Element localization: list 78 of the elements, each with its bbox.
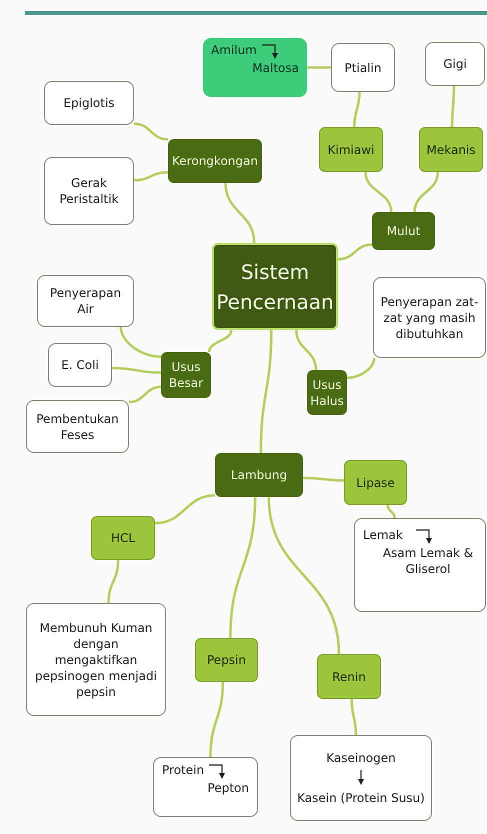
description-box [354,518,486,612]
node-text: E. Coli [61,357,99,373]
subtopic-box [344,460,407,505]
connector-line [346,358,376,380]
node-text: Gerak Peristaltik [58,175,120,207]
node-text: Protein [162,762,204,778]
central-topic-box [212,243,338,330]
description-box [26,400,129,453]
connector-line [107,560,120,604]
topic-box [161,352,211,398]
description-box [48,343,112,387]
node-text: Lipase [356,474,395,490]
node-text: Ptialin [344,60,382,76]
connector-line [295,330,318,370]
connector-line [208,330,232,352]
description-box [153,757,258,817]
connector-line [134,122,168,141]
node-text: Kimiawi [328,142,374,158]
node-text: Kasein (Protein Susu) [297,790,425,806]
node-text: Membunuh Kuman dengan mengaktifkan pepsinogen menjadi pepsin [34,620,158,700]
description-box [37,275,134,327]
node-text: Penyerapan zat-zat yang masih dibutuhkan [380,294,480,342]
topic-box [307,370,347,415]
connector-line [364,172,392,212]
description-box [26,603,166,716]
node-text: Lambung [230,467,288,483]
subtopic-box [317,654,381,699]
subtopic-box [319,127,383,172]
connector-line [307,66,331,69]
description-box [425,42,485,86]
connector-line [224,182,256,244]
subtopic-box [195,638,258,682]
node-text: Sistem Pencernaan [216,258,334,316]
node-text: Penyerapan Air [48,285,122,317]
connector-line [229,496,256,638]
node-text: Kaseinogen [326,750,396,766]
connector-line [386,504,396,518]
node-text: Usus Halus [310,376,344,408]
connector-line [112,366,162,374]
connector-line [209,682,224,758]
node-text: Pembentukan Feses [35,410,120,442]
description-box [290,735,432,821]
node-text: Usus Besar [168,359,204,391]
connector-line [338,243,372,261]
connector-line [128,386,162,404]
node-text: Lemak [363,527,403,543]
node-text: HCL [110,530,136,546]
node-text: Pepton [208,780,249,796]
node-text: Mulut [386,223,420,239]
connector-line [154,494,216,524]
description-box [331,43,395,92]
topic-box [215,453,303,497]
connector-line [268,496,340,654]
topic-box [372,212,435,250]
subtopic-box [91,516,155,560]
description-box [44,81,134,125]
connector-line [302,476,344,482]
connector-line [120,326,162,358]
subtopic-box [419,127,483,172]
connector-line [413,172,440,212]
connector-line [350,698,358,736]
connector-line [134,170,168,182]
enzyme-result-box [203,38,307,97]
node-text: Maltosa [252,60,299,76]
node-text: Kerongkongan [172,153,258,169]
node-text: Asam Lemak & Gliserol [382,545,474,577]
topic-box [168,139,262,183]
connector-line [353,92,361,128]
description-box [373,277,486,358]
description-box [44,157,134,225]
node-text: Mekanis [426,142,476,158]
node-text: Epiglotis [63,95,115,111]
node-text: Renin [332,668,366,684]
node-text: Amilum [211,42,257,58]
node-text: Gigi [443,56,467,72]
connector-line [260,330,273,454]
connector-line [450,86,456,127]
node-text: Pepsin [207,652,246,668]
